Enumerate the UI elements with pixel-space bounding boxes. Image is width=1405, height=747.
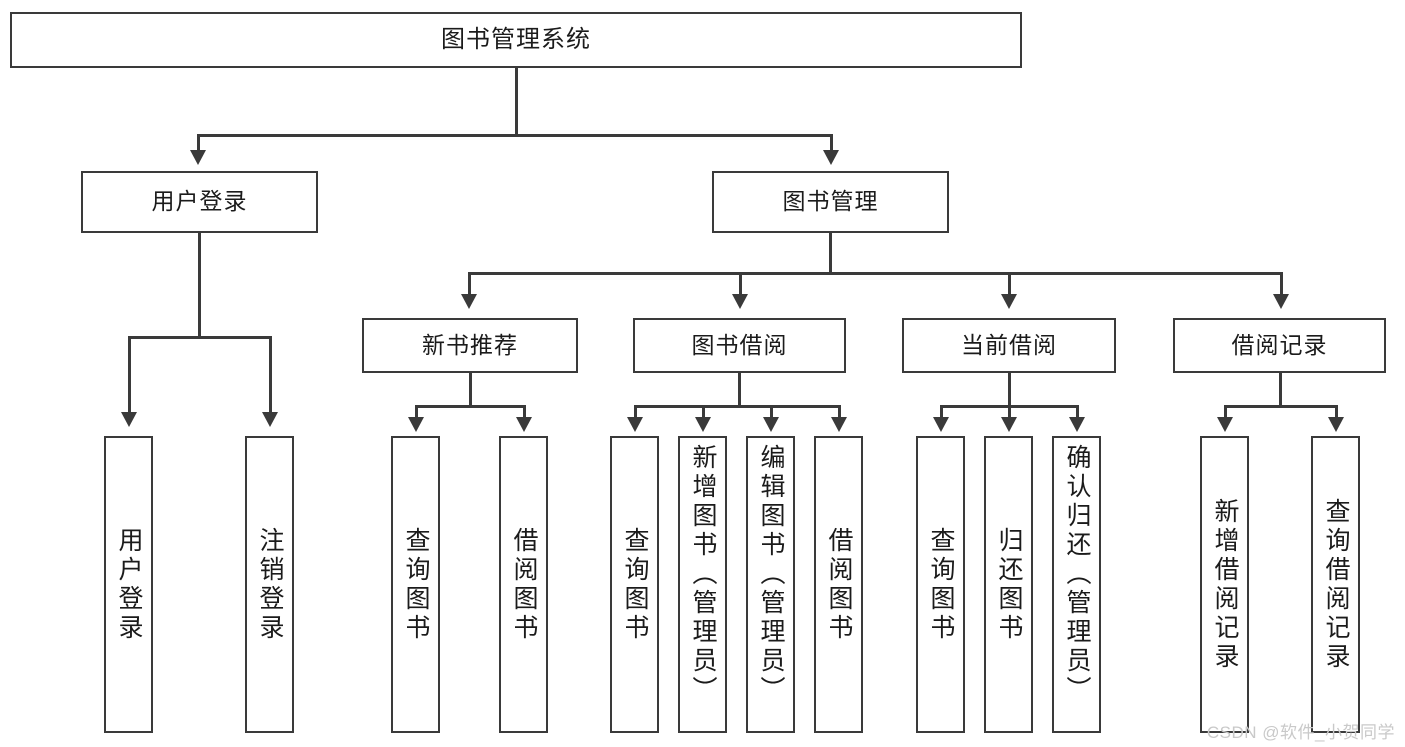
node-label: 图书借阅: [691, 331, 788, 358]
leaf-logout[interactable]: 注销登录: [245, 436, 294, 733]
connector-bookborrow-bus: [634, 405, 839, 408]
leaf-user-login[interactable]: 用户登录: [104, 436, 153, 733]
node-label: 查询图书: [621, 526, 649, 643]
leaf-bookborrow-borrow-book[interactable]: 借阅图书: [814, 436, 863, 733]
connector-bookborrow-drop-2: [702, 405, 705, 419]
arrowhead-icon: [695, 417, 711, 432]
connector-bookborrow-drop-3: [770, 405, 773, 419]
leaf-borrowrecord-query-record[interactable]: 查询借阅记录: [1311, 436, 1360, 733]
node-user-login[interactable]: 用户登录: [81, 171, 318, 233]
node-label: 查询图书: [927, 526, 955, 643]
connector-userlogin-bus: [128, 336, 271, 339]
node-label: 借阅图书: [825, 526, 853, 643]
connector-root-drop-2: [830, 134, 833, 153]
node-borrow-record[interactable]: 借阅记录: [1173, 318, 1386, 373]
leaf-bookborrow-add-book-admin[interactable]: 新增图书（管理员）: [678, 436, 727, 733]
arrowhead-icon: [262, 412, 278, 427]
node-new-book-recommend[interactable]: 新书推荐: [362, 318, 578, 373]
connector-newbook-stem: [469, 373, 472, 407]
node-current-borrow[interactable]: 当前借阅: [902, 318, 1116, 373]
connector-userlogin-drop-1: [128, 336, 131, 414]
connector-userlogin-stem: [198, 233, 201, 338]
connector-bookmgmt-drop-3: [1008, 272, 1011, 296]
arrowhead-icon: [732, 294, 748, 309]
leaf-bookborrow-query-book[interactable]: 查询图书: [610, 436, 659, 733]
arrowhead-icon: [1069, 417, 1085, 432]
connector-bookmgmt-stem: [829, 233, 832, 275]
arrowhead-icon: [461, 294, 477, 309]
connector-bookmgmt-drop-2: [739, 272, 742, 296]
node-label: 注销登录: [256, 526, 284, 643]
node-label: 借阅记录: [1231, 331, 1328, 358]
connector-newbook-drop-2: [523, 405, 526, 419]
node-label: 图书管理: [782, 188, 879, 215]
node-label: 用户登录: [151, 188, 248, 215]
connector-bookmgmt-drop-1: [468, 272, 471, 296]
leaf-borrowrecord-add-record[interactable]: 新增借阅记录: [1200, 436, 1249, 733]
connector-bookmgmt-drop-4: [1280, 272, 1283, 296]
connector-newbook-drop-1: [415, 405, 418, 419]
leaf-newbook-query-book[interactable]: 查询图书: [391, 436, 440, 733]
node-label: 新增借阅记录: [1211, 497, 1239, 672]
connector-bookmgmt-bus: [468, 272, 1283, 275]
node-label: 用户登录: [115, 526, 143, 643]
connector-borrowrecord-bus: [1224, 405, 1337, 408]
connector-root-bus: [197, 134, 833, 137]
connector-bookborrow-drop-1: [634, 405, 637, 419]
connector-currentborrow-stem: [1008, 373, 1011, 407]
arrowhead-icon: [823, 150, 839, 165]
arrowhead-icon: [1273, 294, 1289, 309]
connector-bookborrow-stem: [738, 373, 741, 407]
arrowhead-icon: [1001, 417, 1017, 432]
connector-borrowrecord-drop-1: [1224, 405, 1227, 419]
leaf-currentborrow-confirm-return-admin[interactable]: 确认归还（管理员）: [1052, 436, 1101, 733]
leaf-newbook-borrow-book[interactable]: 借阅图书: [499, 436, 548, 733]
arrowhead-icon: [190, 150, 206, 165]
connector-bookborrow-drop-4: [838, 405, 841, 419]
connector-currentborrow-drop-3: [1076, 405, 1079, 419]
node-label: 借阅图书: [510, 526, 538, 643]
node-label: 确认归还（管理员）: [1063, 444, 1091, 705]
node-label: 查询图书: [402, 526, 430, 643]
arrowhead-icon: [831, 417, 847, 432]
connector-root-stem: [515, 68, 518, 136]
node-label: 新书推荐: [422, 331, 518, 358]
node-book-management[interactable]: 图书管理: [712, 171, 949, 233]
node-label: 编辑图书（管理员）: [757, 444, 785, 705]
arrowhead-icon: [516, 417, 532, 432]
arrowhead-icon: [1328, 417, 1344, 432]
arrowhead-icon: [408, 417, 424, 432]
connector-newbook-bus: [415, 405, 525, 408]
leaf-currentborrow-query-book[interactable]: 查询图书: [916, 436, 965, 733]
connector-root-drop-1: [197, 134, 200, 153]
node-label: 查询借阅记录: [1322, 497, 1350, 672]
arrowhead-icon: [1001, 294, 1017, 309]
connector-borrowrecord-drop-2: [1335, 405, 1338, 419]
connector-currentborrow-drop-2: [1008, 405, 1011, 419]
arrowhead-icon: [763, 417, 779, 432]
arrowhead-icon: [121, 412, 137, 427]
leaf-currentborrow-return-book[interactable]: 归还图书: [984, 436, 1033, 733]
leaf-bookborrow-edit-book-admin[interactable]: 编辑图书（管理员）: [746, 436, 795, 733]
arrowhead-icon: [1217, 417, 1233, 432]
node-label: 当前借阅: [961, 331, 1057, 358]
connector-currentborrow-drop-1: [940, 405, 943, 419]
node-label: 新增图书（管理员）: [689, 444, 717, 705]
arrowhead-icon: [627, 417, 643, 432]
node-book-borrow[interactable]: 图书借阅: [633, 318, 846, 373]
node-label: 图书管理系统: [441, 25, 591, 53]
connector-userlogin-drop-2: [269, 336, 272, 414]
node-label: 归还图书: [995, 526, 1023, 643]
connector-borrowrecord-stem: [1279, 373, 1282, 407]
arrowhead-icon: [933, 417, 949, 432]
node-root-book-management-system[interactable]: 图书管理系统: [10, 12, 1022, 68]
